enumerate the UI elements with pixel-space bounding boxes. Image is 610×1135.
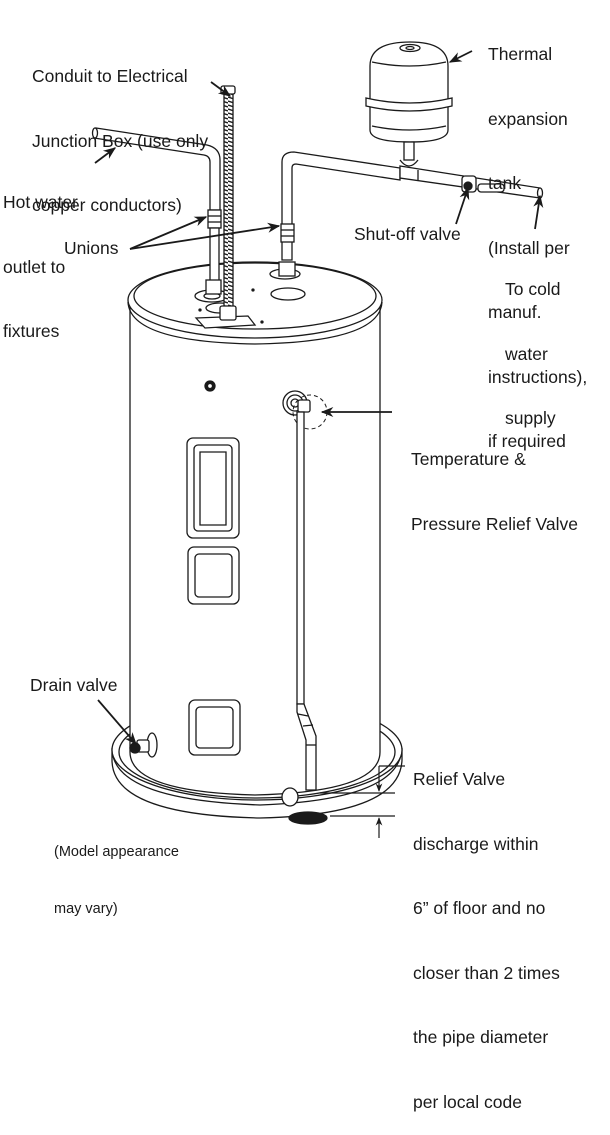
thermal-expansion-tank [365,41,453,167]
expansion-tank-label-line: (Install per [488,237,570,258]
relief-discharge-label-line: the pipe diameter [413,1027,549,1047]
drain-valve [129,732,158,758]
expansion-tank-label-line: manuf. [488,302,542,322]
tp-valve-label: Temperature & Pressure Relief Valve [411,406,578,557]
relief-discharge-label-line: discharge within [413,833,539,854]
conduit-label: Conduit to Electrical Junction Box (use … [32,23,208,238]
expansion-tank-label-line: if required [488,431,566,451]
expansion-tank-label-line: instructions), [488,366,588,387]
drain-valve-label: Drain valve [30,675,118,695]
relief-discharge-label-line: 6” of floor and no [413,898,546,918]
expansion-tank-label-line: Thermal [488,44,553,64]
relief-discharge-label: Relief Valve discharge within 6” of floo… [413,726,560,1135]
model-note: (Model appearance may vary) [54,805,179,938]
water-heater-tank [127,261,383,796]
hot-water-arrow [94,147,117,164]
expansion-tank-label-line: expansion [488,108,568,129]
shut-off-valve [461,175,505,193]
drain-valve-arrow [97,699,137,745]
relief-discharge-pipe [296,411,317,791]
unions-arrow-left [129,216,208,250]
hot-water-label-line: fixtures [3,321,60,341]
cold-water-arrow [533,194,544,230]
conduit-arrow [210,81,232,97]
hot-water-outlet-pipe [91,127,222,295]
lower-access-panel [188,699,241,756]
hot-water-label: Hot water outlet to fixtures [3,149,78,364]
conduit-label-line: Junction Box (use only [32,130,209,151]
relief-discharge-label-line: Relief Valve [413,769,506,789]
cold-water-label-line: water [505,343,548,364]
shutoff-valve-label: Shut-off valve [354,224,461,244]
pan-drain-fitting [281,787,299,807]
hot-water-label-line: Hot water [3,192,78,212]
middle-access-panel [187,546,240,605]
tp-valve-label-line: Temperature & [411,449,526,469]
unions-label: Unions [64,238,119,258]
expansion-tank-arrow [448,50,473,63]
conduit-label-line: copper conductors) [32,195,182,215]
conduit-label-line: Conduit to Electrical [32,66,188,86]
expansion-tank-label-line: tank [488,173,522,193]
cold-water-label-line: To cold [505,279,561,299]
shutoff-valve-arrow [455,186,470,225]
relief-discharge-label-line: closer than 2 times [413,962,560,983]
relief-discharge-label-line: per local code [413,1091,522,1112]
discharge-dimension [320,765,405,838]
model-note-line: may vary) [54,901,118,917]
cold-water-label: To cold water supply [505,236,560,451]
upper-access-panel [186,437,240,539]
water-heater-diagram [91,41,544,838]
expansion-tank-label: Thermal expansion tank (Install per manu… [488,1,587,474]
floor-drain [288,811,328,825]
unions-arrow-right [129,222,281,250]
tp-valve-label-line: Pressure Relief Valve [411,513,578,534]
model-note-line: (Model appearance [54,844,179,860]
hot-water-label-line: outlet to [3,256,66,277]
cold-water-label-line: supply [505,408,556,428]
